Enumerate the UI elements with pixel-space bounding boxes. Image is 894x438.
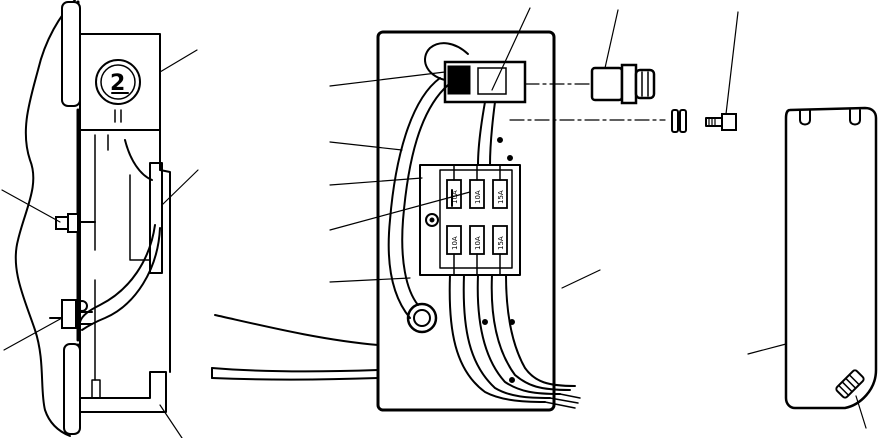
lighter-knob-ridge xyxy=(641,71,649,97)
fuse-box-front-view: 10A 10A 15A 10A 10A 15A xyxy=(211,7,601,412)
relay-wire-loop xyxy=(424,42,469,81)
fuse-label: 10A xyxy=(451,236,459,250)
l-bracket xyxy=(79,371,167,413)
leader-line xyxy=(604,9,619,69)
box-inner-walls xyxy=(94,134,151,381)
bolt-spacer-part xyxy=(509,11,739,133)
screw-dot xyxy=(509,377,515,383)
cable-loop-left xyxy=(79,139,156,323)
spacer-2 xyxy=(679,109,687,133)
fuse-row-bottom: 10A 10A 15A xyxy=(446,225,508,255)
lighter-part xyxy=(524,9,656,105)
relay-wire-down xyxy=(477,101,496,166)
screw-dot xyxy=(482,319,488,325)
gauge-inner-ring xyxy=(100,64,136,100)
screw-dot xyxy=(507,155,513,161)
l-bracket-inner xyxy=(91,379,101,399)
harness-loop-left-2 xyxy=(401,84,449,306)
cover-notch-left xyxy=(799,109,811,126)
gauge-leads xyxy=(114,109,122,123)
cover-plate xyxy=(747,106,878,429)
stud-nut-left-2 xyxy=(67,213,79,233)
stud-nut-left xyxy=(55,216,69,230)
side-section-view: 2 xyxy=(1,0,199,438)
cable-grommet-inner xyxy=(413,309,431,327)
harness-tails xyxy=(544,393,581,409)
harness-bundle-bottom xyxy=(448,274,576,403)
cover-notch-right xyxy=(849,109,861,126)
latch-ridges xyxy=(838,374,860,396)
spacer xyxy=(671,109,679,133)
fuse-block xyxy=(419,164,521,276)
flange-cap-bottom xyxy=(63,343,81,435)
leader-line xyxy=(329,277,411,283)
leader-line xyxy=(161,169,199,206)
fuse-label: 10A xyxy=(451,190,459,204)
fuse-label: 15A xyxy=(497,190,505,204)
screw-dot xyxy=(497,137,503,143)
leader-line xyxy=(329,191,471,231)
bottom-bolt-head xyxy=(61,299,77,329)
panel-outline-left xyxy=(14,0,76,437)
fuse-label: 15A xyxy=(497,236,505,250)
leader-line xyxy=(855,395,867,429)
leader-line xyxy=(3,317,63,351)
harness-loop-left xyxy=(387,77,441,319)
leader-line xyxy=(329,141,403,151)
lighter-body xyxy=(590,66,624,102)
cable-loop-left-2 xyxy=(81,227,161,331)
leader-line xyxy=(159,404,183,438)
harness-external xyxy=(211,314,379,381)
bolt-thread xyxy=(708,117,716,127)
lighter-collar xyxy=(620,63,638,105)
leader-line xyxy=(329,177,423,186)
fuse-label: 10A xyxy=(474,236,482,250)
flange-cap-top xyxy=(61,1,81,107)
leader-line xyxy=(561,269,601,289)
leader-line xyxy=(159,49,198,73)
leader-line xyxy=(725,11,739,115)
fuse-block-screw-center xyxy=(429,217,435,223)
lighter-knob xyxy=(634,68,656,100)
latch-body xyxy=(835,369,865,399)
cover-latch xyxy=(835,369,865,399)
relay-connector-face xyxy=(447,65,471,95)
leader-line xyxy=(329,71,446,87)
mounting-plate xyxy=(149,162,163,274)
fuse-row-top: 10A 10A 15A xyxy=(446,179,508,209)
leader-line xyxy=(747,343,787,355)
fuse-block-inner xyxy=(439,169,513,269)
gauge-number: 2 xyxy=(110,71,125,96)
cover-outline xyxy=(784,106,878,410)
fuse-terminals xyxy=(453,164,501,276)
screw-dot xyxy=(509,319,515,325)
gauge-outer-ring xyxy=(95,59,141,105)
leader-line xyxy=(1,189,61,223)
fuse-block-screw xyxy=(425,213,439,227)
bolt-head xyxy=(721,113,737,131)
cable-grommet-left xyxy=(76,300,88,312)
cable-grommet xyxy=(406,302,438,334)
fuse-label: 10A xyxy=(474,190,482,204)
bottom-bolt-shaft xyxy=(49,311,93,325)
box-body-side xyxy=(79,129,171,421)
leader-line xyxy=(491,7,531,91)
